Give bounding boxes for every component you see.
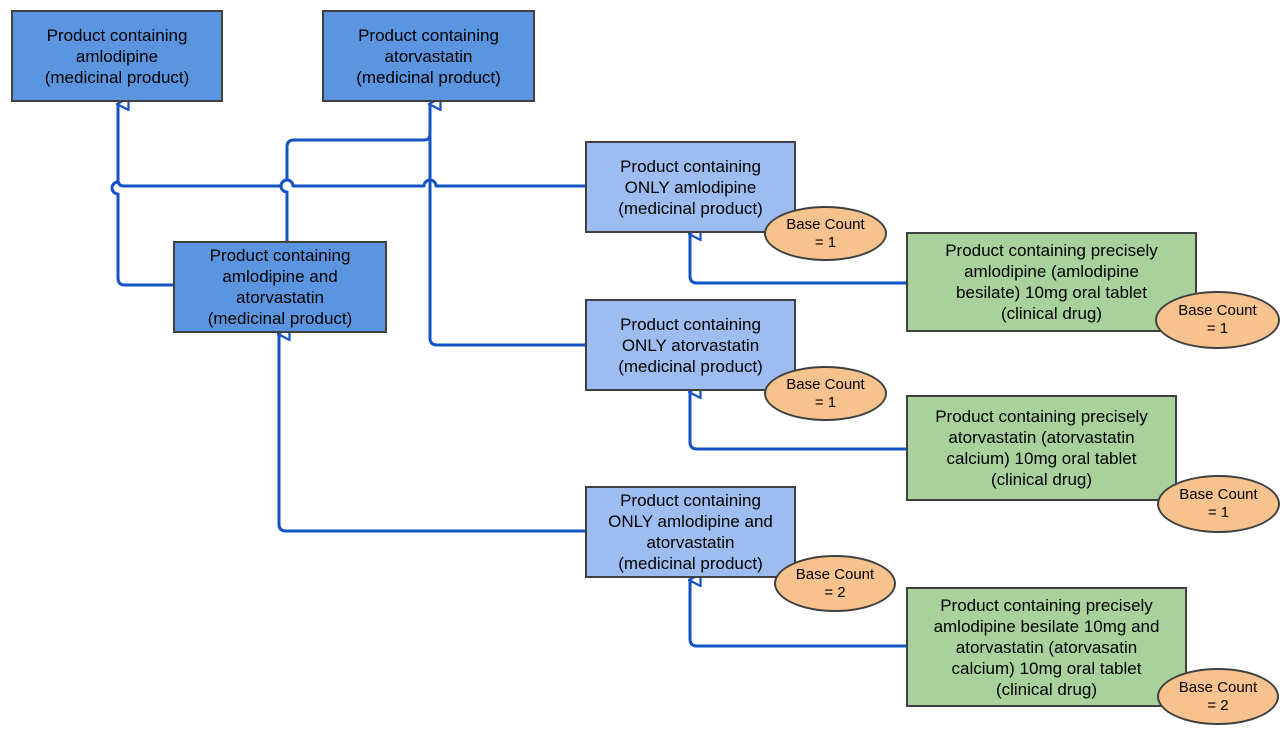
edge-combo-to-atorvastatin	[279, 104, 430, 243]
edge-only-atorvastatin-to-atorvastatin	[428, 135, 587, 347]
base-count-badge-only-atorvastatin: Base Count = 1	[764, 366, 887, 421]
base-count-badge-only-combo: Base Count = 2	[774, 555, 896, 612]
node-only-amlodipine-and-atorvastatin: Product containing ONLY amlodipine and a…	[585, 486, 796, 578]
base-count-badge-clinical-drug-combo: Base Count = 2	[1157, 668, 1279, 725]
edge-cd-atorvastatin-to-only-atorvastatin	[690, 392, 908, 451]
node-only-atorvastatin: Product containing ONLY atorvastatin (me…	[585, 299, 796, 391]
node-atorvastatin-medicinal-product: Product containing atorvastatin (medicin…	[322, 10, 535, 102]
node-clinical-drug-amlodipine: Product containing precisely amlodipine …	[906, 232, 1197, 332]
node-only-amlodipine: Product containing ONLY amlodipine (medi…	[585, 141, 796, 233]
edge-only-combo-to-combo	[279, 334, 587, 533]
edge-cd-combo-to-only-combo	[690, 580, 908, 648]
base-count-badge-clinical-drug-atorvastatin: Base Count = 1	[1157, 475, 1280, 533]
edge-only-amlodipine-to-amlodipine	[116, 178, 587, 188]
node-clinical-drug-amlodipine-atorvastatin: Product containing precisely amlodipine …	[906, 587, 1187, 707]
node-amlodipine-medicinal-product: Product containing amlodipine (medicinal…	[11, 10, 223, 102]
edge-cd-amlodipine-to-only-amlodipine	[690, 234, 908, 285]
base-count-badge-clinical-drug-amlodipine: Base Count = 1	[1155, 291, 1280, 349]
node-amlodipine-atorvastatin-medicinal-product: Product containing amlodipine and atorva…	[173, 241, 387, 333]
node-clinical-drug-atorvastatin: Product containing precisely atorvastati…	[906, 395, 1177, 501]
edge-combo-to-amlodipine	[110, 104, 175, 287]
base-count-badge-only-amlodipine: Base Count = 1	[764, 206, 887, 261]
